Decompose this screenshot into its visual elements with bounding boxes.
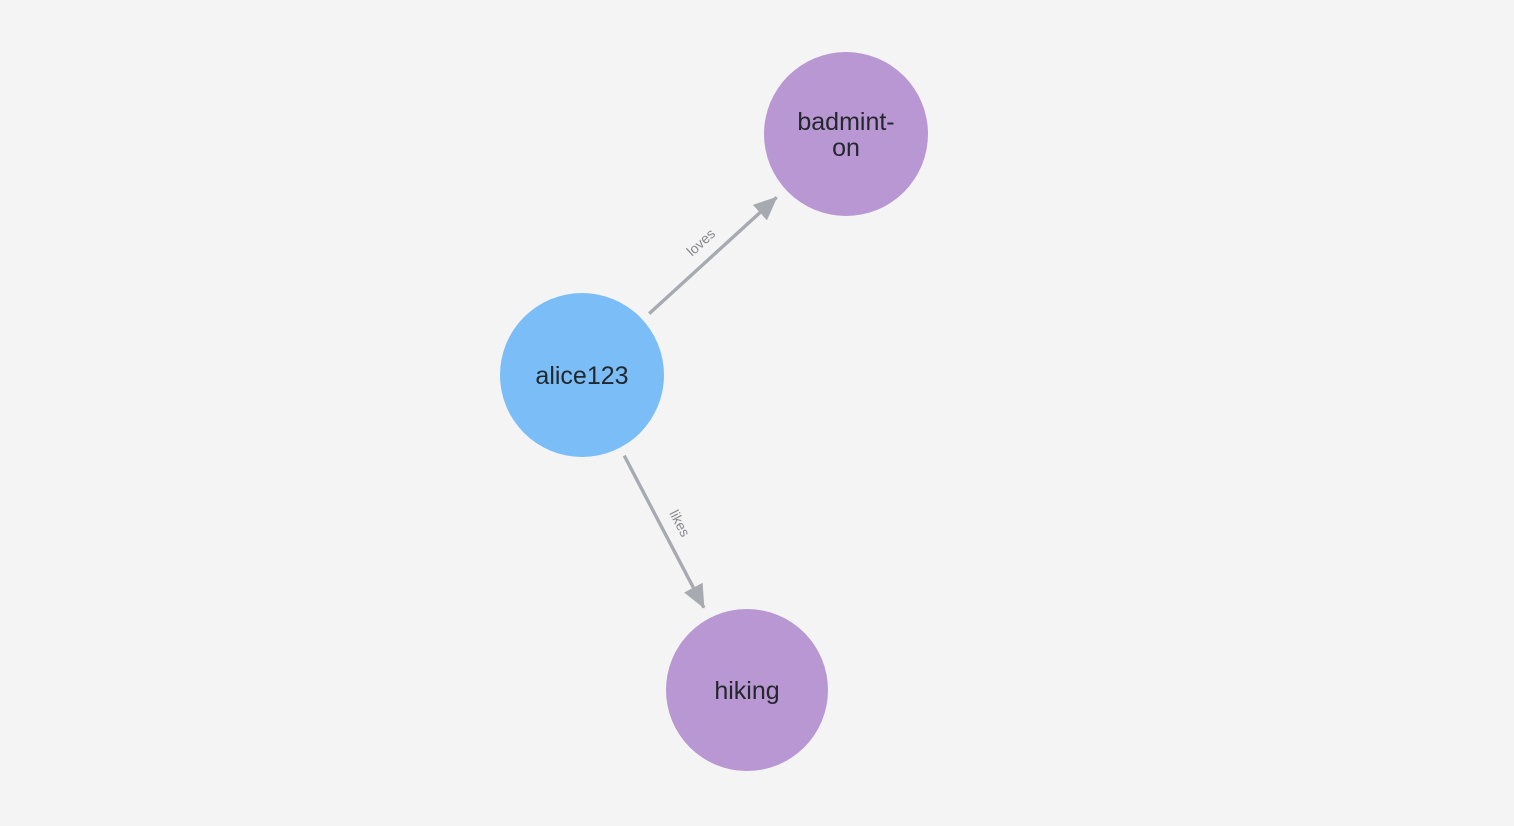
graph-node-hiking[interactable] (666, 609, 828, 771)
graph-node-badminton[interactable] (764, 52, 928, 216)
graph-edge-likes[interactable] (622, 454, 706, 609)
graph-edge-loves[interactable] (648, 196, 778, 315)
edge-label-likes: likes (666, 507, 693, 539)
graph-node-alice123[interactable] (500, 293, 664, 457)
